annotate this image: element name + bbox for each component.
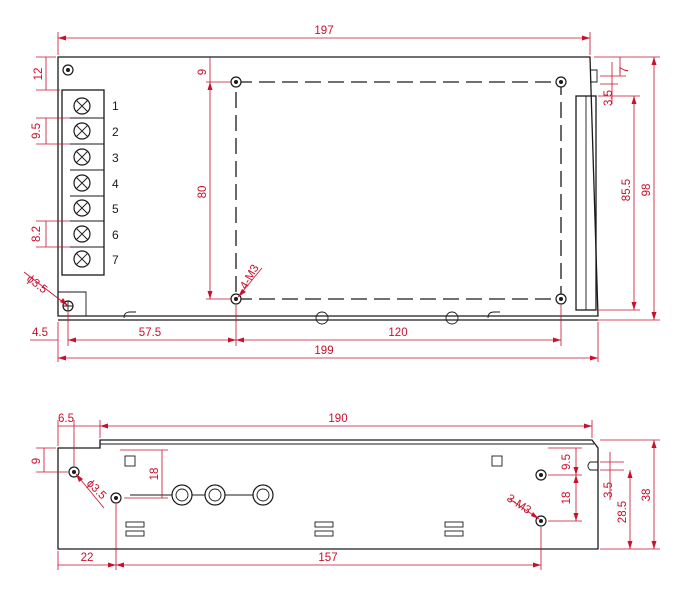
terminal-number-4: 4 bbox=[112, 177, 119, 191]
terminal-screw-2 bbox=[73, 122, 91, 140]
terminal-number-2: 2 bbox=[112, 125, 119, 139]
dim-9-side: 9 bbox=[31, 458, 43, 464]
dim-3-5-top: 3.5 bbox=[603, 90, 615, 106]
dim-18-left: 18 bbox=[149, 468, 161, 481]
dim-197: 197 bbox=[314, 25, 333, 37]
dim-85-5: 85.5 bbox=[621, 179, 633, 201]
dim-18-right: 18 bbox=[561, 492, 573, 505]
side-view-right-slot bbox=[587, 461, 598, 471]
bottom-left-corner-notch bbox=[58, 291, 87, 316]
dashed-mounting-area bbox=[235, 81, 562, 300]
dim-28-5: 28.5 bbox=[617, 501, 629, 523]
terminal-screw-1 bbox=[73, 97, 91, 115]
terminal-block bbox=[61, 89, 105, 276]
terminal-dividers bbox=[70, 117, 104, 248]
side-m3-hole-right-bottom bbox=[535, 515, 547, 527]
dim-9-5: 9.5 bbox=[31, 123, 43, 139]
dim-98: 98 bbox=[641, 184, 653, 197]
side-m3-hole-right-top bbox=[535, 469, 547, 481]
dim-120: 120 bbox=[388, 327, 407, 339]
side-view: 6.5 190 9 ϕ3.5 18 22 157 3-M3 bbox=[31, 413, 660, 570]
dim-38: 38 bbox=[641, 489, 653, 502]
side-vent-slots bbox=[125, 521, 464, 537]
terminal-screw-4 bbox=[73, 174, 91, 192]
dim-57-5: 57.5 bbox=[139, 327, 161, 339]
dim-157: 157 bbox=[318, 552, 337, 564]
terminal-number-7: 7 bbox=[112, 253, 119, 267]
terminal-number-6: 6 bbox=[112, 228, 119, 242]
dim-6-5: 6.5 bbox=[58, 413, 74, 425]
dim-9-5-side: 9.5 bbox=[561, 454, 573, 470]
bottom-edge-holes bbox=[315, 311, 459, 325]
dim-80: 80 bbox=[197, 186, 209, 199]
dim-199: 199 bbox=[314, 345, 333, 357]
side-m3-hole-left bbox=[110, 492, 122, 504]
dim-3-5-side: 3.5 bbox=[603, 482, 615, 498]
top-view-right-slot bbox=[590, 69, 598, 83]
side-slot-left bbox=[124, 455, 136, 467]
terminal-number-3: 3 bbox=[112, 151, 119, 165]
top-left-mount-hole bbox=[62, 64, 74, 76]
dim-8-2: 8.2 bbox=[31, 226, 43, 242]
side-connectors bbox=[130, 484, 274, 506]
side-slot-right bbox=[491, 455, 503, 467]
top-view-bottom-lip bbox=[123, 311, 500, 319]
dim-4-5: 4.5 bbox=[32, 327, 48, 339]
dim-3-m3: 3-M3 bbox=[504, 492, 533, 516]
terminal-screw-5 bbox=[73, 199, 91, 217]
top-view-chassis bbox=[57, 56, 599, 317]
terminal-number-1: 1 bbox=[112, 99, 119, 113]
terminal-screw-6 bbox=[73, 225, 91, 243]
terminal-screw-3 bbox=[73, 148, 91, 166]
m3-holes-top bbox=[230, 76, 567, 305]
terminal-screws bbox=[70, 97, 104, 268]
dim-22: 22 bbox=[81, 552, 94, 564]
top-view: 1 2 3 4 5 6 7 197 bbox=[23, 25, 660, 362]
dim-9-top: 9 bbox=[197, 69, 209, 75]
terminal-number-5: 5 bbox=[112, 202, 119, 216]
dim-4-m3: 4-M3 bbox=[238, 263, 261, 292]
dim-7: 7 bbox=[619, 67, 631, 73]
dim-190: 190 bbox=[328, 413, 347, 425]
side-view-chassis bbox=[57, 439, 599, 550]
terminal-screw-7 bbox=[73, 250, 91, 268]
dim-12: 12 bbox=[33, 68, 45, 81]
dim-phi-3-5-top: ϕ3.5 bbox=[24, 273, 49, 296]
